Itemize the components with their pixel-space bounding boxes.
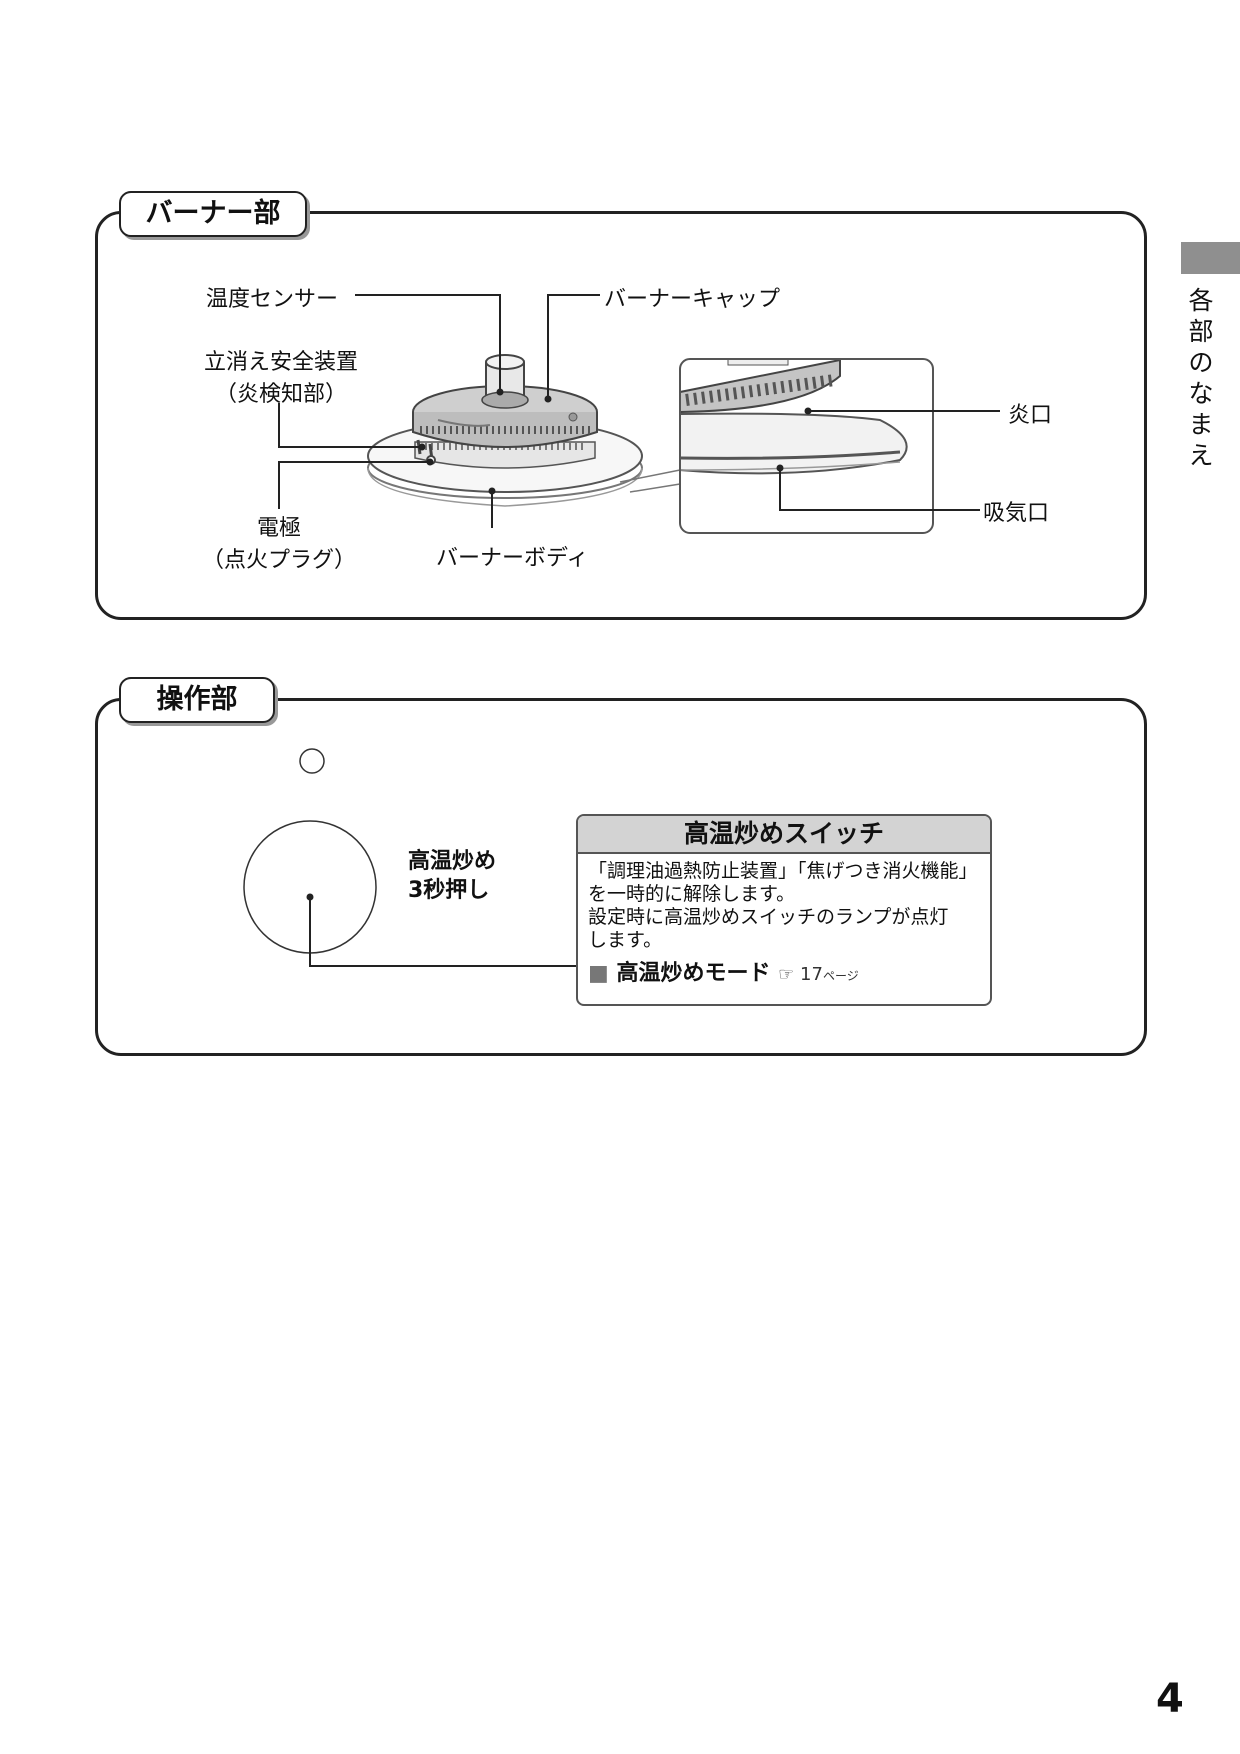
intake-port-label: 吸気口 <box>983 501 1050 526</box>
mode-reference: ■ 高温炒めモード ☞ 17ページ <box>588 962 980 988</box>
mode-label: 高温炒めモード <box>616 961 771 986</box>
flame-safety-label: 立消え安全装置 （炎検知部） <box>203 350 358 407</box>
burner-panel <box>95 211 1147 620</box>
side-index-label: 各 部 の な ま え <box>1188 286 1214 470</box>
burner-cap-label: バーナーキャップ <box>604 287 781 312</box>
bullet-square-icon: ■ <box>588 961 609 986</box>
infobox-body: 「調理油過熱防止装置」「焦げつき消火機能」 を一時的に解除します。 設定時に高温… <box>578 854 990 988</box>
page-number: 4 <box>1156 1676 1184 1722</box>
high-temp-switch-infobox: 高温炒めスイッチ 「調理油過熱防止装置」「焦げつき消火機能」 を一時的に解除しま… <box>576 814 992 1006</box>
infobox-title: 高温炒めスイッチ <box>578 816 990 854</box>
temp-sensor-label: 温度センサー <box>206 287 339 312</box>
side-index-tab <box>1181 242 1240 274</box>
control-section-title: 操作部 <box>119 677 275 723</box>
burner-body-label: バーナーボディ <box>436 546 589 571</box>
burner-section-title: バーナー部 <box>119 191 307 237</box>
indicator-lamp <box>299 748 325 774</box>
knob-caption: 高温炒め 3秒押し <box>408 849 497 903</box>
pointing-hand-icon: ☞ <box>778 964 795 985</box>
flame-port-label: 炎口 <box>1008 403 1053 428</box>
page-reference-link[interactable]: ☞ 17ページ <box>778 964 859 985</box>
electrode-label: 電極 （点火プラグ） <box>201 516 356 573</box>
